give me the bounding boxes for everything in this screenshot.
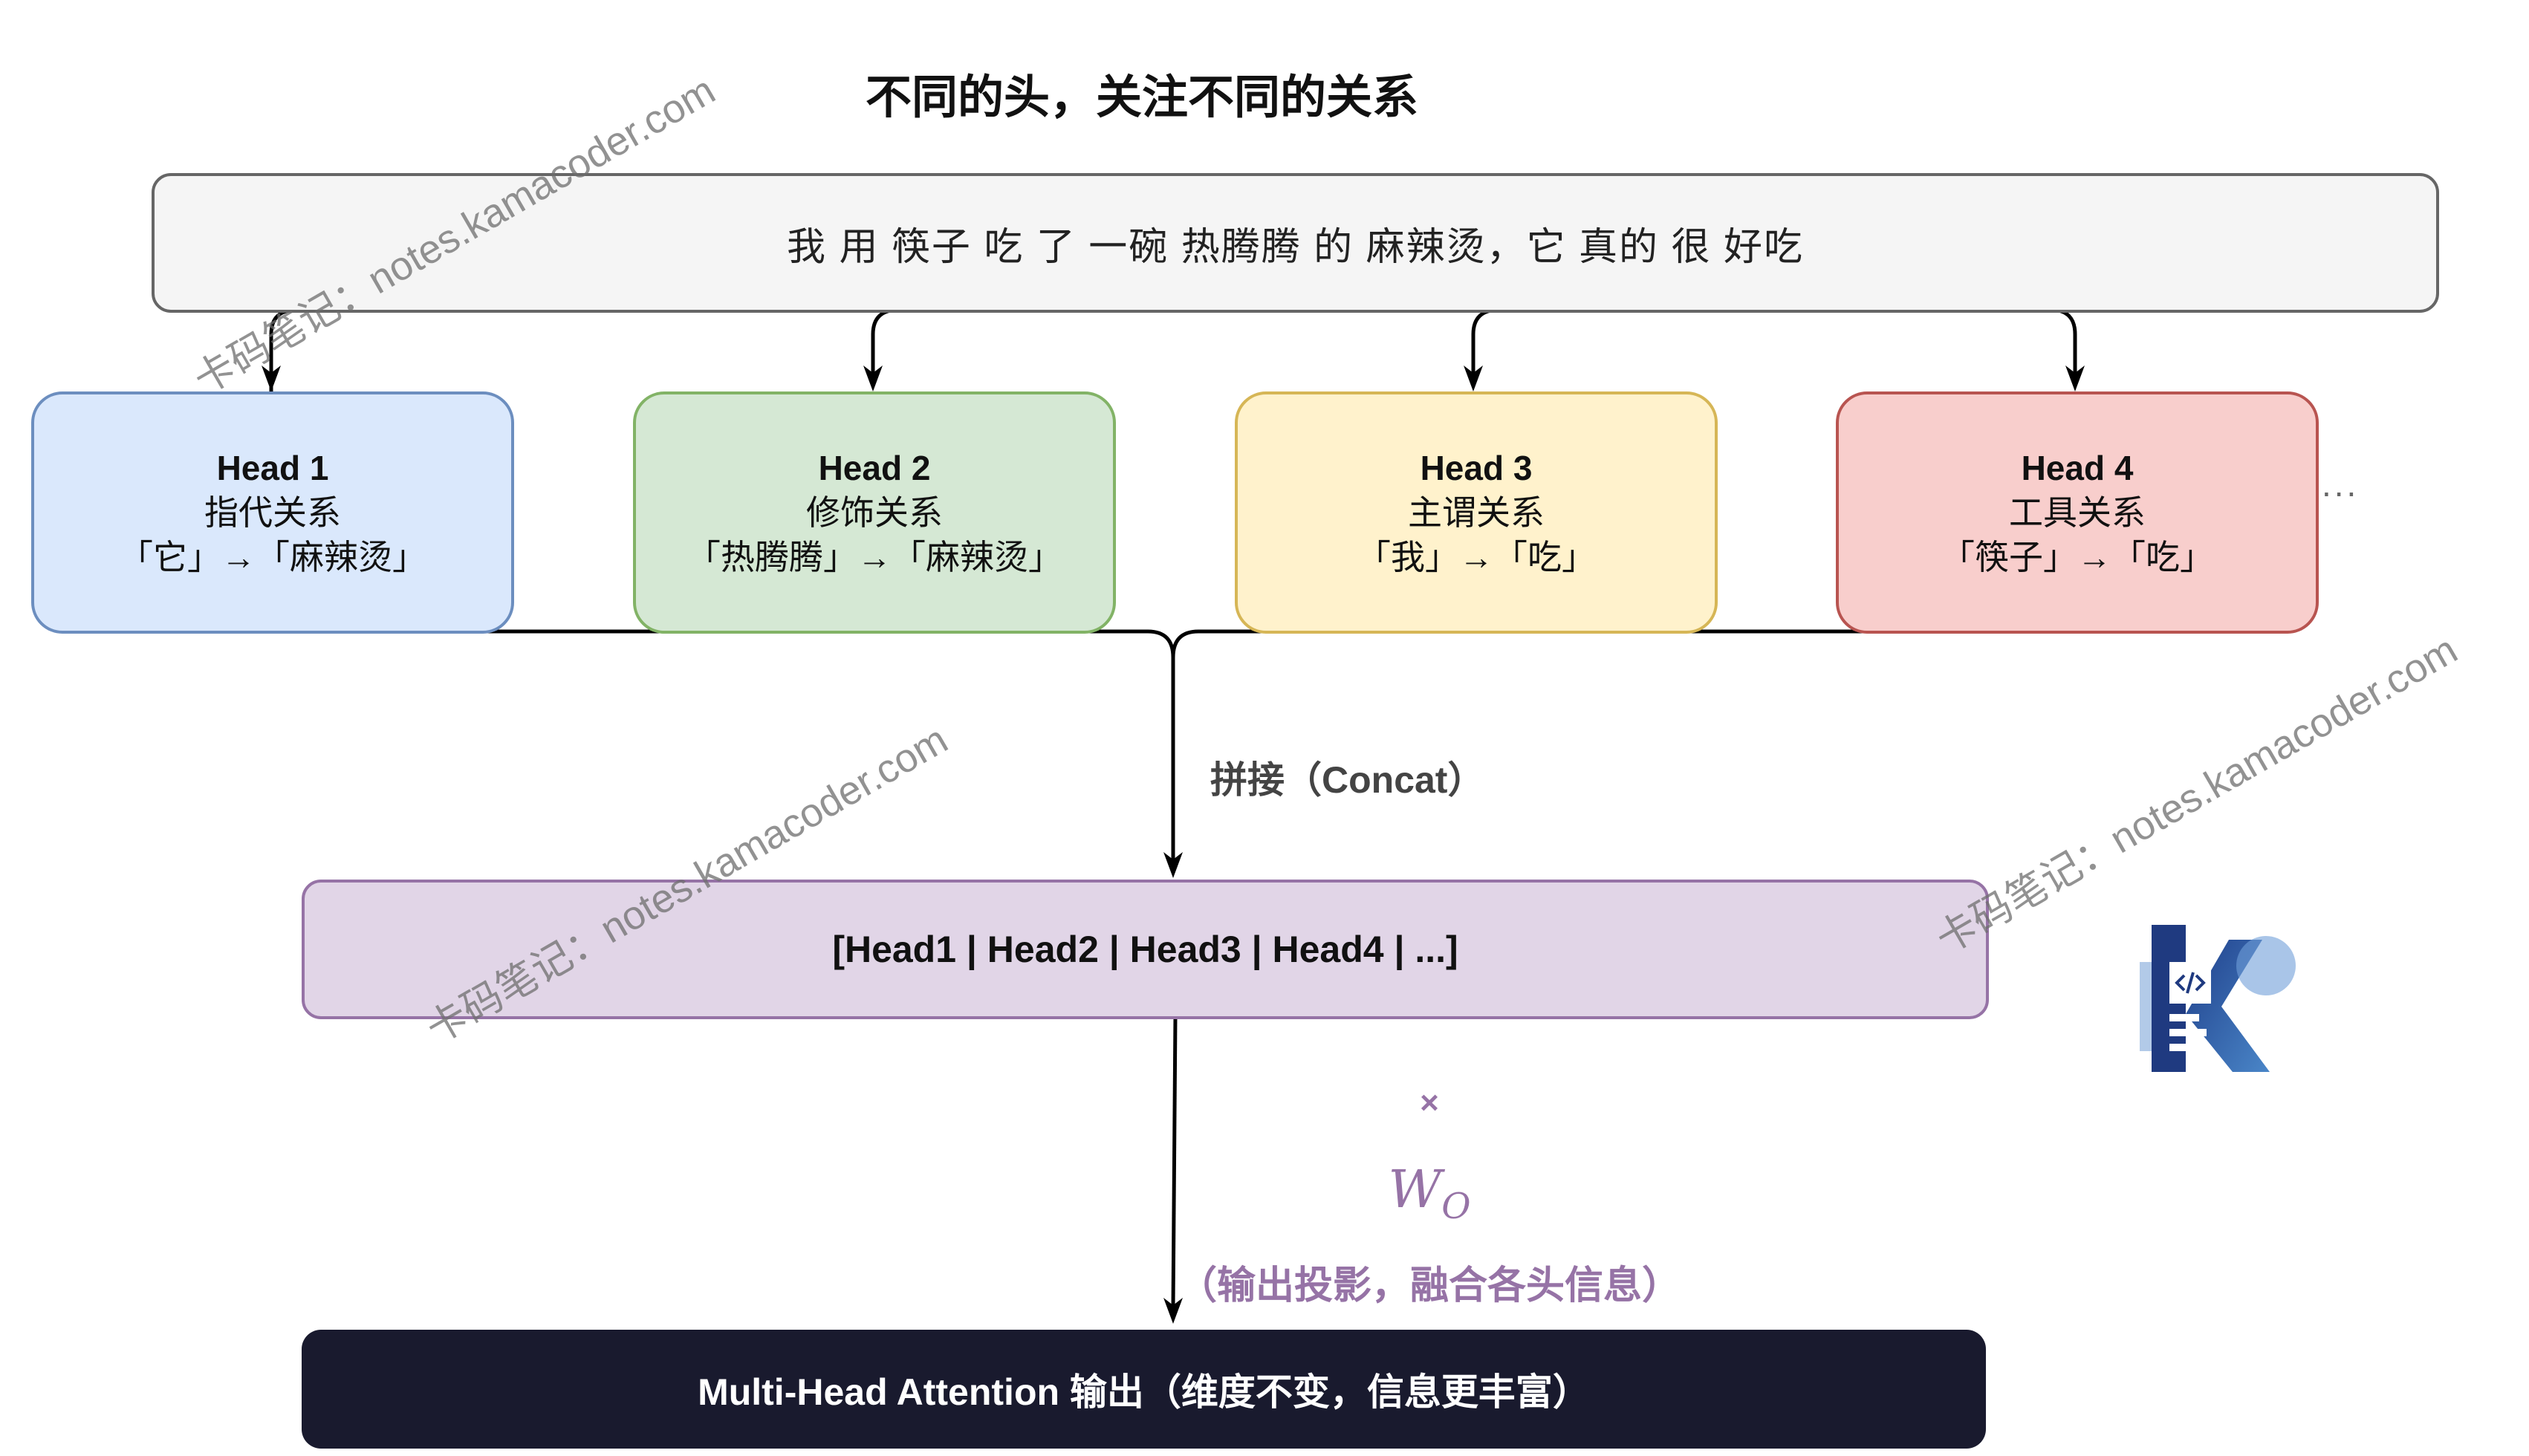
head-relation: 修饰关系 — [806, 493, 943, 532]
head-1-box: Head 1 指代关系 「它」→「麻辣烫」 — [31, 391, 514, 634]
head-2-box: Head 2 修饰关系 「热腾腾」→「麻辣烫」 — [633, 391, 1116, 634]
input-sentence-box: 我 用 筷子 吃 了 一碗 热腾腾 的 麻辣烫，它 真的 很 好吃 — [152, 173, 2439, 313]
weight-subscript: O — [1441, 1186, 1471, 1227]
weight-symbol: W — [1388, 1159, 1442, 1220]
head-example: 「它」→「麻辣烫」 — [119, 538, 426, 576]
head-name: Head 1 — [216, 449, 329, 487]
kamacoder-logo-icon — [2140, 925, 2296, 1072]
projection-caption: （输出投影，融合各头信息） — [1178, 1264, 1681, 1307]
head-example: 「我」→「吃」 — [1357, 538, 1596, 576]
diagram-title: 不同的头，关注不同的关系 — [865, 72, 1418, 123]
head-example: 「筷子」→「吃」 — [1941, 538, 2214, 576]
projection-line — [1171, 1015, 1178, 1308]
arrowhead-icon — [262, 365, 281, 391]
arrowhead-icon — [1163, 1298, 1183, 1324]
merge-line — [271, 629, 2075, 862]
head-example: 「热腾腾」→「麻辣烫」 — [686, 538, 1062, 576]
head-relation: 主谓关系 — [1408, 493, 1545, 532]
multiply-symbol: × — [1420, 1085, 1439, 1121]
arrowhead-icon — [1464, 365, 1483, 391]
arrowhead-icon — [863, 365, 883, 391]
arrowhead-icon — [2065, 365, 2085, 391]
split-branch-head-2 — [871, 308, 900, 379]
output-text: Multi-Head Attention 输出（维度不变，信息更丰富） — [698, 1371, 1590, 1413]
split-branch-head-3 — [1471, 308, 1500, 379]
input-sentence: 我 用 筷子 吃 了 一碗 热腾腾 的 麻辣烫，它 真的 很 好吃 — [787, 225, 1804, 269]
head-4-box: Head 4 工具关系 「筷子」→「吃」 — [1836, 391, 2319, 634]
output-box: Multi-Head Attention 输出（维度不变，信息更丰富） — [302, 1330, 1986, 1449]
concat-box: [Head1 | Head2 | Head3 | Head4 | ...] — [302, 880, 1989, 1019]
head-relation: 指代关系 — [204, 493, 341, 532]
split-line — [269, 308, 2077, 394]
head-name: Head 3 — [1420, 449, 1533, 487]
arrowheads — [262, 365, 2085, 1324]
arrowhead-icon — [1163, 852, 1183, 878]
head-3-box: Head 3 主谓关系 「我」→「吃」 — [1235, 391, 1718, 634]
head-relation: 工具关系 — [2009, 493, 2146, 532]
more-heads-ellipsis: ... — [2322, 465, 2360, 504]
output-weight-matrix: WO — [1318, 1159, 1541, 1227]
concat-label: 拼接（Concat） — [1210, 759, 1485, 801]
concat-text: [Head1 | Head2 | Head3 | Head4 | ...] — [832, 929, 1458, 970]
head-name: Head 2 — [818, 449, 931, 487]
head-name: Head 4 — [2021, 449, 2134, 487]
